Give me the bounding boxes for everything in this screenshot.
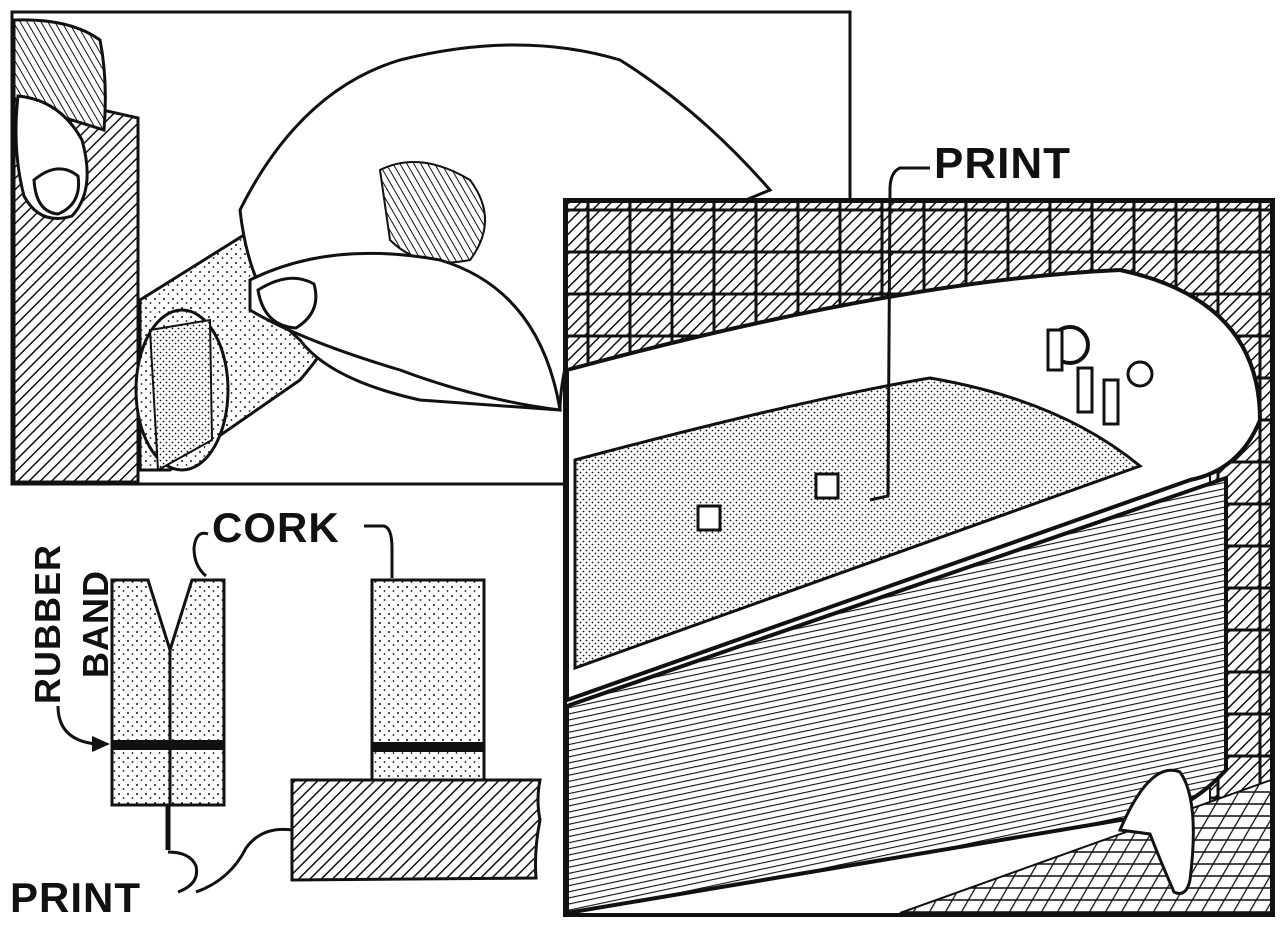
label-band: BAND: [78, 514, 114, 734]
label-rubber: RUBBER: [30, 514, 66, 734]
label-print-top: PRINT: [934, 142, 1071, 186]
cork-block: [372, 580, 484, 802]
cork-detail-diagram: [58, 526, 540, 892]
label-cork: CORK: [212, 507, 340, 549]
print-board: [292, 780, 540, 880]
label-print-bottom: PRINT: [10, 877, 141, 919]
split-cork: [112, 580, 224, 805]
bathtub-panel: [565, 168, 1273, 915]
rubber-band: [112, 740, 224, 750]
